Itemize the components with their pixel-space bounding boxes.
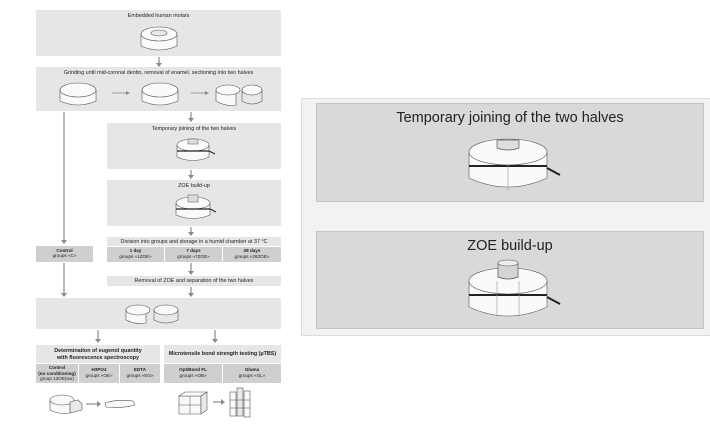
eugenol-header-box: Determination of eugenol quantity with f… — [36, 345, 160, 363]
halved-tooth-icon — [215, 84, 263, 106]
group-7days-sub: groups «7ZOE» — [177, 253, 210, 259]
step-joining-box: Temporary joining of the two halves — [107, 123, 281, 169]
step-embedded-label: Embedded human molars — [127, 13, 190, 19]
step-joining-label: Temporary joining of the two halves — [151, 126, 237, 132]
mtbs-title: Microtensile bond strength testing (µTBS… — [168, 351, 277, 357]
zoom-zoe-box: ZOE build-up — [316, 231, 704, 329]
group-28days-sub: groups «28ZOE» — [234, 253, 270, 259]
ground-tooth-icon — [59, 82, 97, 106]
group-7days-title: 7 days — [186, 248, 201, 253]
arrow-sectioned-to-mtbs — [212, 330, 218, 343]
clamp-wire-icon — [468, 138, 561, 190]
eugenol-title-line2: with fluorescence spectroscopy — [56, 354, 140, 361]
mtbs-optibond-title: OptiBond FL — [179, 367, 207, 372]
step-division-label: Division into groups and storage in a hu… — [120, 238, 268, 245]
control-title: Control — [56, 247, 73, 253]
ground-tooth-icon — [141, 82, 179, 106]
eugenol-control-sub: group 12OE(wo) — [40, 376, 74, 382]
eugenol-h3po4-title: H3PO4 — [91, 367, 107, 372]
zoom-joining-label: Temporary joining of the two halves — [396, 110, 624, 126]
step-removal-box: Removal of ZOE and separation of the two… — [107, 276, 281, 286]
arrow-right-icon — [191, 91, 209, 95]
arrow-groups-to-removal — [188, 263, 194, 275]
arrow-control-to-sectioned — [61, 263, 67, 297]
arrow-zoe-to-division — [188, 227, 194, 236]
mtbs-gluma-title: Gluma — [244, 367, 260, 372]
zoom-zoe-label: ZOE build-up — [467, 238, 553, 254]
arrow-grinding-to-control — [61, 112, 67, 244]
arrow-grinding-to-joining — [188, 112, 194, 122]
zoe-cap-icon — [468, 259, 561, 317]
arrow-embedded-to-grinding — [156, 57, 162, 67]
control-sub: groups «C» — [52, 253, 77, 259]
halved-tooth-icon — [49, 394, 83, 414]
group-1day-title: 1 day — [129, 248, 142, 253]
arrow-right-icon — [112, 91, 130, 95]
clamp-wire-icon — [176, 138, 216, 161]
eugenol-h3po4-sub: groups «OE» — [85, 372, 113, 378]
eugenol-edta-title: EDTA — [133, 367, 147, 372]
eugenol-control-title1: Control — [48, 365, 66, 370]
step-zoe-label: ZOE build-up — [178, 183, 210, 189]
dentin-slice-icon — [104, 400, 136, 408]
arrow-eugenol-tooth-to-slice — [86, 401, 101, 407]
step-sectioned-box — [36, 298, 281, 329]
tooth-block-icon — [140, 26, 178, 51]
halved-tooth-icon — [125, 304, 179, 324]
step-grinding-box: Grinding until mid-coronal dentin, remov… — [36, 67, 281, 111]
arrow-removal-to-sectioned — [188, 287, 194, 297]
mtbs-optibond-sub: groups «OB» — [179, 372, 207, 378]
eugenol-control-title2: (no conditioning) — [38, 370, 76, 376]
mtbs-gluma-sub: groups «GL» — [238, 372, 266, 378]
zoe-cap-icon — [175, 194, 217, 219]
step-division-box: Division into groups and storage in a hu… — [107, 237, 281, 246]
group-28days-title: 28 days — [243, 248, 261, 253]
mtbs-header-box: Microtensile bond strength testing (µTBS… — [164, 345, 281, 363]
arrow-mtbs-block-to-sticks — [213, 399, 225, 405]
arrow-sectioned-to-eugenol — [95, 330, 101, 343]
step-embedded-box: Embedded human molars — [36, 10, 281, 56]
beam-specimen-icon — [178, 391, 208, 415]
stick-specimen-icon — [229, 387, 251, 418]
step-grinding-label: Grinding until mid-coronal dentin, remov… — [63, 70, 254, 76]
arrow-joining-to-zoe — [188, 170, 194, 179]
step-zoe-box: ZOE build-up — [107, 180, 281, 226]
eugenol-edta-sub: groups «EG» — [126, 372, 154, 378]
step-removal-label: Removal of ZOE and separation of the two… — [134, 278, 254, 284]
eugenol-title-line1: Determination of eugenol quantity — [54, 348, 142, 354]
eugenol-control-cell: Control(no conditioning)group 12OE(wo) — [36, 364, 78, 383]
zoom-joining-box: Temporary joining of the two halves — [316, 103, 704, 202]
group-1day-sub: groups «1ZOE» — [119, 253, 152, 259]
